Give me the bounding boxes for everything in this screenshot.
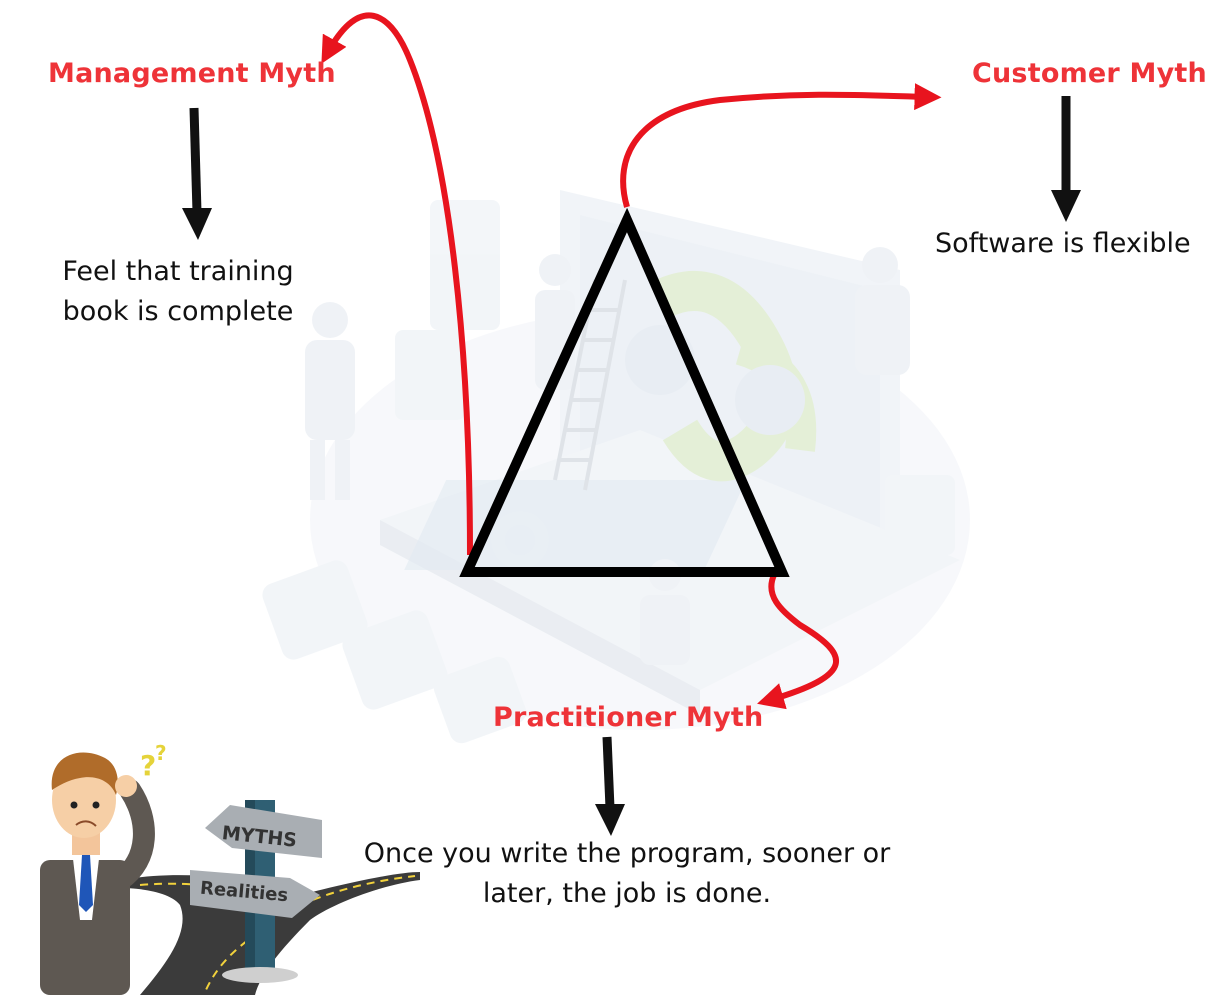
svg-text:?: ? bbox=[155, 741, 167, 765]
arrow-to-practitioner bbox=[757, 573, 840, 710]
arrow-to-customer bbox=[620, 83, 942, 208]
arrow-to-management bbox=[321, 12, 473, 556]
practitioner-myth-description: Once you write the program, sooner or la… bbox=[363, 838, 891, 909]
down-arrow-customer bbox=[1051, 96, 1081, 222]
svg-text:?: ? bbox=[140, 749, 156, 782]
customer-myth-title: Customer Myth bbox=[972, 58, 1207, 89]
practitioner-myth-title: Practitioner Myth bbox=[493, 702, 764, 733]
customer-myth-description: Software is flexible bbox=[935, 228, 1191, 259]
down-arrow-practitioner bbox=[595, 736, 625, 836]
management-myth-title: Management Myth bbox=[48, 58, 336, 89]
background-laptop-illustration bbox=[262, 190, 970, 744]
confused-man-signpost-illustration: MYTHS Realities ? ? bbox=[40, 741, 420, 995]
myth-triangle bbox=[459, 207, 790, 577]
down-arrow-management bbox=[182, 107, 212, 240]
management-myth-description: Feel that training book is complete bbox=[62, 256, 294, 327]
